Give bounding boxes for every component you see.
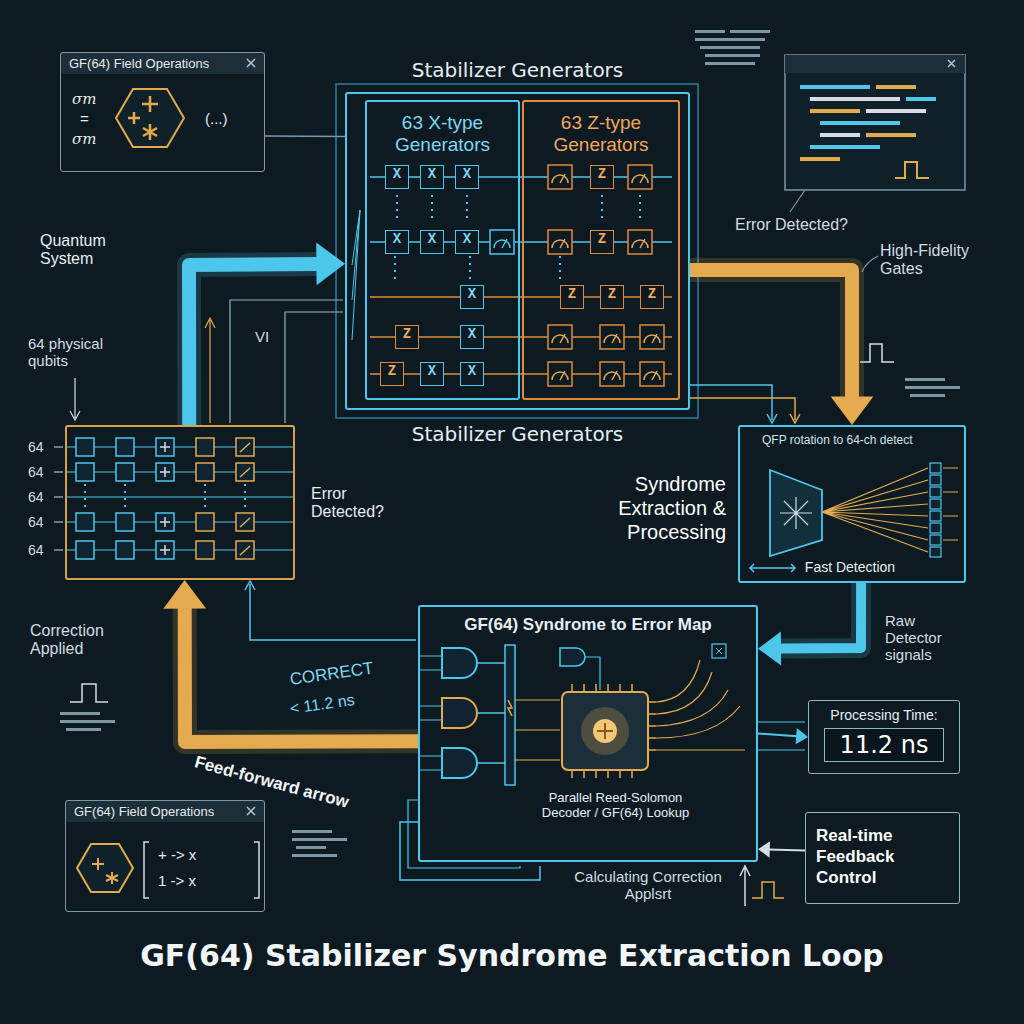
gate-label: X <box>420 165 444 189</box>
gate-label: X <box>420 230 444 254</box>
gate-label: X <box>460 285 484 309</box>
qubit-count: 64 <box>28 514 44 530</box>
window-title: GF(64) Field Operations <box>69 56 209 71</box>
arrowheads <box>796 728 808 744</box>
annotation: High-Fidelity Gates <box>880 242 985 278</box>
connector <box>758 728 808 744</box>
syndrome-panel: Syndrome Extraction & ProcessingQFP rota… <box>738 425 966 583</box>
diagram-title: GF(64) Stabilizer Syndrome Extraction Lo… <box>0 938 1024 973</box>
detector-caption: Fast Detection <box>780 559 920 575</box>
gate-label: Z <box>590 230 614 254</box>
arrowheads <box>316 243 345 286</box>
connector <box>163 580 418 742</box>
connector-line <box>780 583 861 649</box>
annotation: Correction Applied <box>30 622 130 658</box>
gate-label: X <box>460 362 484 386</box>
annotation: VI <box>255 328 269 345</box>
gate-label: X <box>455 230 479 254</box>
arrowhead <box>316 243 345 286</box>
timing-label: Processing Time: <box>809 701 959 723</box>
mapping-entry: + -> x <box>158 846 196 863</box>
connector <box>690 270 873 425</box>
connector-glow <box>780 583 861 649</box>
qubit-count: 64 <box>28 464 44 480</box>
side-heading: Error Detected? <box>311 485 421 521</box>
qubit-array: Error Detected? <box>65 425 295 580</box>
gate-label: Z <box>560 285 584 309</box>
box-text: Real-time Feedback Control <box>806 813 959 900</box>
gate-label: X <box>455 165 479 189</box>
code-window-art <box>695 30 965 397</box>
panel-heading: Stabilizer Generators <box>347 58 688 82</box>
arrowheads <box>163 580 206 609</box>
math-symbol: (...) <box>205 110 228 127</box>
qubit-count: 64 <box>28 489 44 505</box>
box-heading: 63 Z-type Generators <box>524 102 678 156</box>
gate-label: Z <box>380 362 404 386</box>
side-heading: Syndrome Extraction & Processing <box>598 472 726 544</box>
math-symbol: = <box>80 110 89 127</box>
connector <box>758 841 805 857</box>
arrowhead <box>796 728 808 744</box>
timing-value: 11.2 ns <box>824 728 944 762</box>
arrowheads <box>758 632 781 666</box>
mapping-entry: 1 -> x <box>158 872 196 889</box>
gate-label: X <box>460 325 484 349</box>
edge-label: CORRECT <box>289 658 375 690</box>
gate-label: Z <box>600 285 624 309</box>
field-window-art <box>60 52 265 172</box>
stabilizer-circuit <box>336 84 800 423</box>
qubit-count: 64 <box>28 439 44 455</box>
connector-line <box>185 608 418 742</box>
arrowhead <box>831 396 874 425</box>
flow-label: Quantum System <box>40 232 140 268</box>
box-heading: 63 X-type Generators <box>367 102 518 156</box>
connector <box>758 583 861 666</box>
edge-label: < 11.2 ns <box>289 691 356 718</box>
field-window-art-2 <box>65 800 347 898</box>
connector-line <box>265 135 345 137</box>
panel-heading: GF(64) Syndrome to Error Map <box>420 607 756 635</box>
arrowheads <box>831 396 874 425</box>
arrowhead <box>758 632 781 666</box>
detector-art <box>750 463 958 572</box>
math-symbol: σm <box>72 90 96 108</box>
gate-label: X <box>420 362 444 386</box>
gate-label: Z <box>640 285 664 309</box>
arrowheads <box>758 841 770 857</box>
annotation: 64 physical qubits <box>28 335 123 369</box>
chip-caption: Parallel Reed-Solomon Decoder / GF(64) L… <box>528 790 703 820</box>
math-symbol: σm <box>72 130 96 148</box>
connector-line <box>690 270 852 397</box>
connector-glow <box>690 270 852 397</box>
connector <box>189 243 345 425</box>
feedback-box: Real-time Feedback Control <box>805 812 960 904</box>
connector <box>265 136 345 138</box>
connector-line <box>758 734 797 737</box>
gate-label: X <box>385 230 409 254</box>
qubit-count: 64 <box>28 542 44 558</box>
connector-glow <box>189 264 317 425</box>
annotation: Error Detected? <box>735 216 848 234</box>
connector-line <box>189 264 317 425</box>
detector-note: QFP rotation to 64-ch detect <box>762 433 934 447</box>
connector-glow <box>185 608 418 742</box>
below-caption: Calculating Correction Applsrt <box>568 868 728 902</box>
annotation: Raw Detector signals <box>885 612 963 663</box>
window-title: GF(64) Field Operations <box>74 804 214 819</box>
connector-line <box>769 850 805 851</box>
gate-label: Z <box>395 325 419 349</box>
panel-heading: Stabilizer Generators <box>347 422 688 446</box>
arrowhead <box>758 841 770 857</box>
decoder-art <box>400 644 805 906</box>
gate-label: Z <box>590 165 614 189</box>
timing-box: Processing Time: 11.2 ns <box>808 700 960 774</box>
gate-label: X <box>385 165 409 189</box>
field-ops-window: GF(64) Field Operations <box>60 52 265 172</box>
arrowhead <box>163 580 206 609</box>
decoder-panel: GF(64) Syndrome to Error MapParallel Ree… <box>418 605 758 862</box>
